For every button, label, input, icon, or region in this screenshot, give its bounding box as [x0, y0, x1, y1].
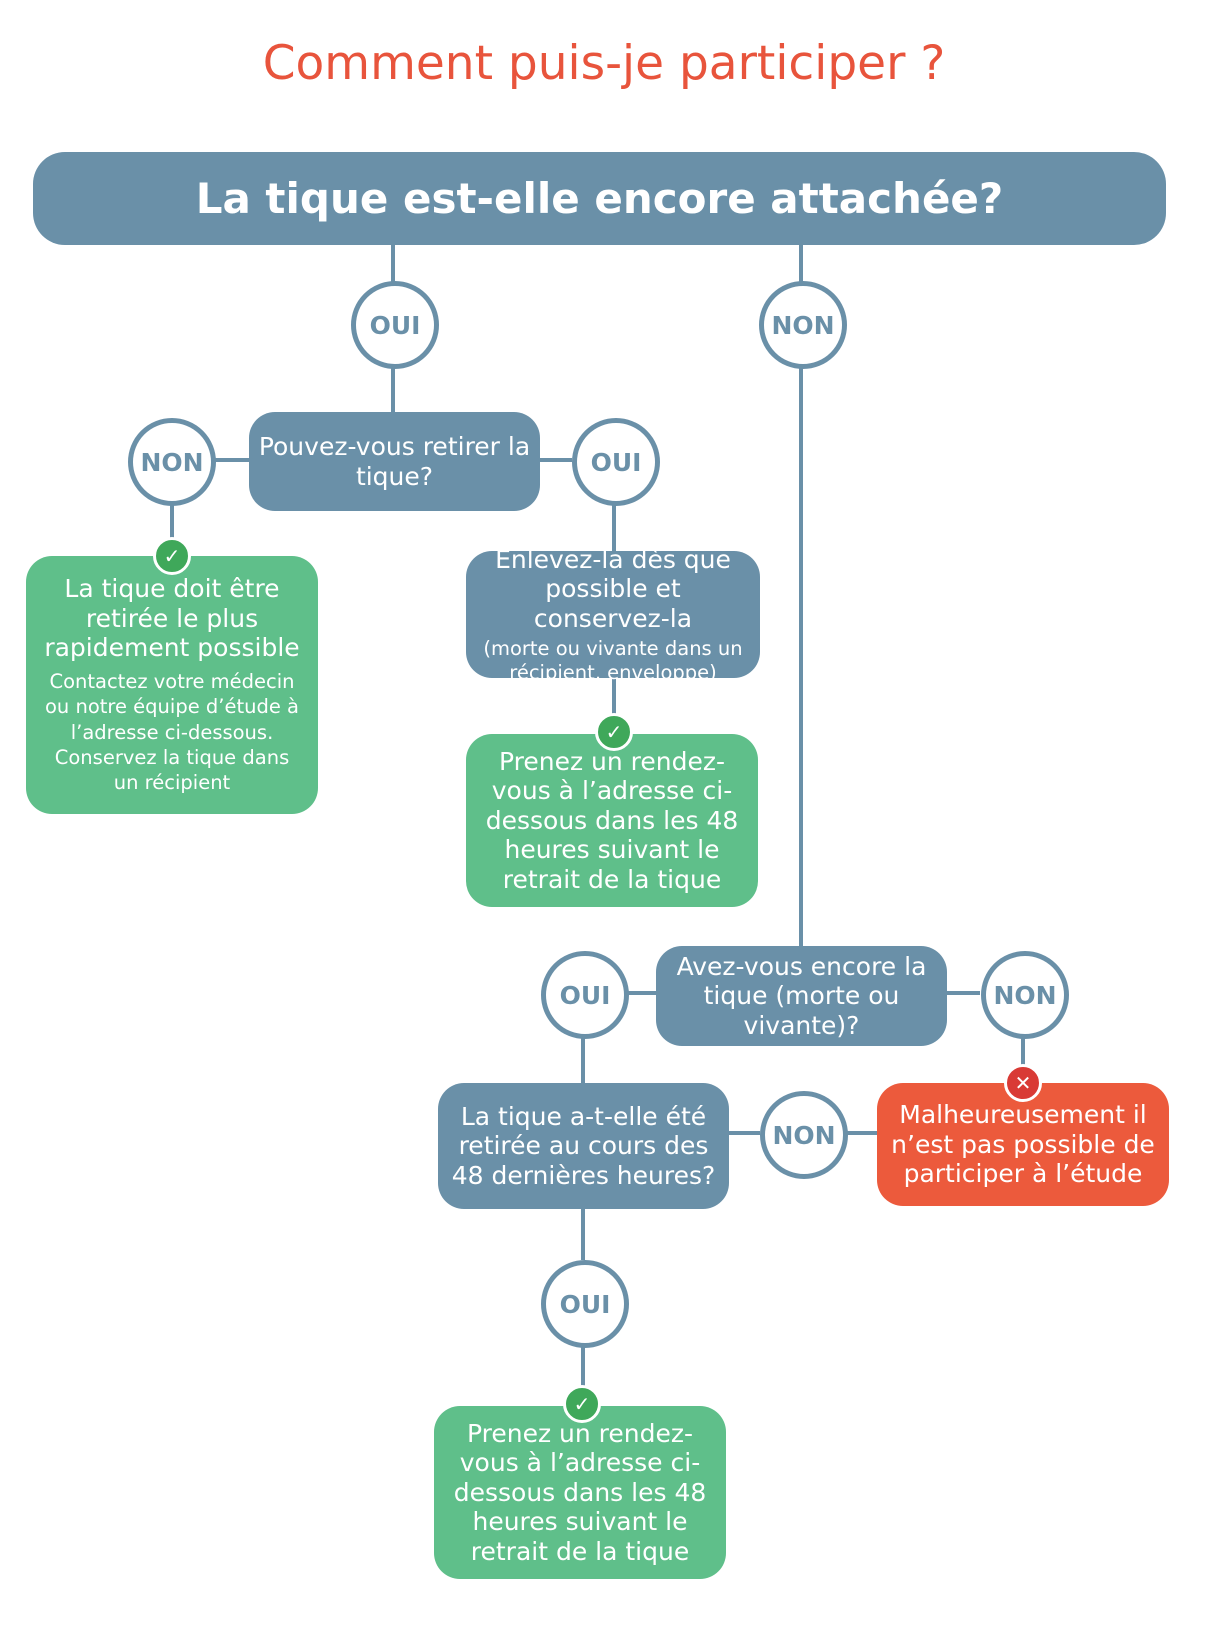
outcome-not-possible: Malheureusement il n’est pas possible de…: [877, 1083, 1169, 1206]
check-icon: ✓: [595, 713, 633, 751]
action-remove-keep-title: Enlevez-la dès que possible et conservez…: [495, 544, 731, 633]
action-remove-keep: Enlevez-la dès que possible et conservez…: [466, 545, 760, 684]
question-remove-tick-text: Pouvez-vous retirer la tique?: [258, 432, 531, 491]
answer-oui-circle: OUI: [541, 951, 629, 1039]
check-icon: ✓: [563, 1385, 601, 1423]
answer-non-circle: NON: [128, 418, 216, 506]
cross-icon: ✕: [1004, 1064, 1042, 1102]
answer-non-circle: NON: [981, 951, 1069, 1039]
outcome-appointment-2: Prenez un rendez-vous à l’adresse ci-des…: [434, 1406, 726, 1579]
outcome-not-possible-text: Malheureusement il n’est pas possible de…: [891, 1100, 1155, 1189]
header-question: La tique est-elle encore attachée?: [33, 152, 1166, 245]
outcome-remove-asap: La tique doit être retirée le plus rapid…: [26, 556, 318, 814]
header-question-text: La tique est-elle encore attachée?: [195, 173, 1004, 223]
outcome-appointment-1-text: Prenez un rendez-vous à l’adresse ci-des…: [485, 746, 739, 894]
answer-oui-circle: OUI: [351, 281, 439, 369]
action-remove-keep-detail: (morte ou vivante dans un récipient, env…: [483, 637, 743, 684]
question-removed-48h-text: La tique a-t-elle été retirée au cours d…: [451, 1101, 716, 1190]
question-removed-48h: La tique a-t-elle été retirée au cours d…: [438, 1083, 729, 1209]
outcome-remove-asap-title: La tique doit être retirée le plus rapid…: [44, 574, 300, 663]
answer-oui-circle: OUI: [572, 418, 660, 506]
page-title: Comment puis-je participer ?: [262, 36, 946, 91]
outcome-appointment-1: Prenez un rendez-vous à l’adresse ci-des…: [466, 734, 758, 907]
answer-non-circle: NON: [760, 1091, 848, 1179]
outcome-appointment-2-text: Prenez un rendez-vous à l’adresse ci-des…: [453, 1418, 707, 1566]
question-remove-tick: Pouvez-vous retirer la tique?: [249, 412, 540, 511]
question-still-have-tick: Avez-vous encore la tique (morte ou viva…: [656, 946, 947, 1046]
answer-oui-circle: OUI: [541, 1260, 629, 1348]
answer-non-circle: NON: [759, 281, 847, 369]
question-still-have-tick-text: Avez-vous encore la tique (morte ou viva…: [676, 951, 927, 1040]
outcome-remove-asap-detail: Contactez votre médecin ou notre équipe …: [44, 669, 300, 795]
check-icon: ✓: [153, 537, 191, 575]
